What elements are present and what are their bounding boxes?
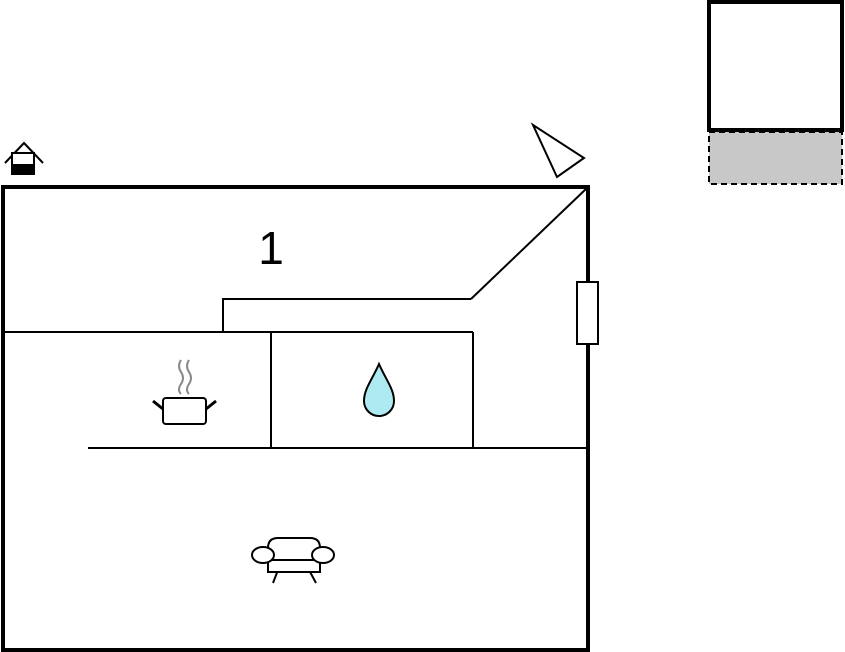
legend-other-floor — [708, 131, 843, 185]
legend-current-floor — [707, 0, 844, 132]
water-drop-icon — [362, 361, 396, 417]
interior-walls — [5, 187, 588, 449]
outer-walls — [1, 185, 590, 652]
compass-north-icon — [530, 122, 586, 179]
house-entrance-icon — [4, 141, 44, 175]
window-icon — [576, 281, 599, 345]
cooking-pot-icon — [152, 359, 217, 425]
sofa-icon — [251, 537, 335, 584]
floor-legend-icon — [707, 0, 844, 185]
floor-label: 1 — [258, 222, 284, 274]
